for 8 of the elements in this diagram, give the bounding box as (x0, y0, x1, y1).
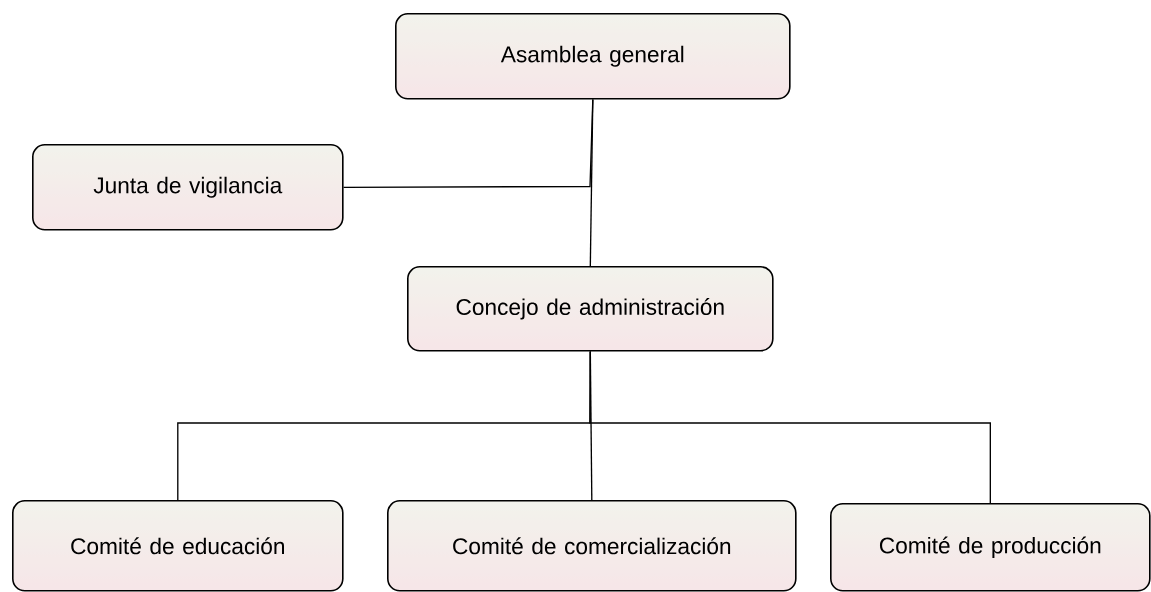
org-box: Comité de comercialización (387, 500, 797, 592)
org-box: Comité de producción (830, 503, 1151, 592)
connector-line (589, 350, 991, 504)
org-box: Junta de vigilancia (32, 144, 344, 231)
org-box: Comité de educación (12, 500, 344, 592)
org-box: Asamblea general (395, 13, 791, 100)
org-box: Concejo de administración (407, 266, 774, 352)
connector-line (342, 98, 594, 188)
